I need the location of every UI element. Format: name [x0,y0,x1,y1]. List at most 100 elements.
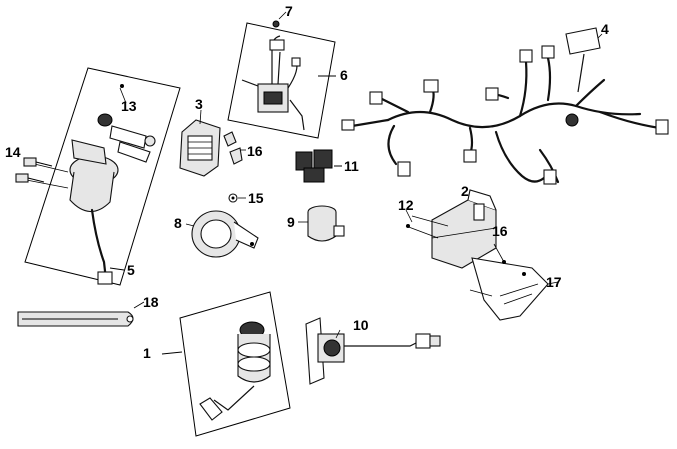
solenoid-wire [213,385,255,411]
callout-13: 13 [121,98,137,114]
callout-6: 6 [340,67,348,83]
leader-1 [161,351,183,355]
callout-10: 10 [353,317,369,333]
leader-3 [199,109,202,125]
socket-cable [344,341,419,347]
callout-17: 17 [546,274,562,290]
harness-branch-h [546,56,552,102]
key-1 [109,125,147,149]
part-15-nut [228,193,246,203]
callout-2: 2 [461,183,469,199]
harness-grommet [565,113,579,127]
callout-16-upper: 16 [247,143,263,159]
leader-13 [119,87,127,104]
leader-4 [597,33,603,39]
relay-connector [269,39,285,51]
callout-8: 8 [174,215,182,231]
relay-11b [313,149,333,169]
nut-7 [272,20,280,28]
part-10-socket [305,317,441,385]
connector-a [369,91,383,105]
group-6-frame [227,22,336,139]
key-2 [117,141,151,163]
callout-15: 15 [248,190,264,206]
callout-12: 12 [398,197,414,213]
ignition-body [69,171,115,213]
leader-18 [133,301,145,309]
harness-branch-c [387,124,398,166]
ignition-connector [97,271,113,285]
part-9-sensor [298,205,345,242]
callout-3: 3 [195,96,203,112]
connector-h [519,49,533,63]
callout-11: 11 [344,158,359,174]
part-2-ignition-coil [431,189,497,269]
connector-c [397,161,411,177]
relay-wire-b [277,51,281,85]
relay-wire-d [241,79,259,87]
harness-branch-l [538,148,560,184]
connector-j [655,119,669,135]
horn-face [200,219,232,249]
part-group-5-ignition-switch [15,67,181,286]
harness-branch-g [518,60,528,118]
callout-9: 9 [287,214,295,230]
relay-terminal [291,57,301,67]
callout-18: 18 [143,294,159,310]
harness-branch-a [378,96,410,114]
leader-8 [185,223,195,227]
part-18-strip [17,301,145,327]
callout-7: 7 [285,3,293,19]
relay-11a [295,151,313,171]
group-5-dot [120,84,124,88]
coil-body [431,199,497,269]
callout-14: 14 [5,144,21,160]
connector-e [463,149,477,163]
connector-f [543,169,557,185]
harness-main-trunk [386,102,642,129]
connector-d [423,79,439,93]
part-16-screws-lower [493,243,526,276]
part-group-1-solenoid [161,291,291,437]
connector-g [485,87,499,101]
harness-tag [565,27,601,55]
connector-i [541,45,555,59]
leader-17 [547,281,559,285]
part-group-6-relay-harness [227,11,336,139]
leader-10 [335,329,341,339]
harness-branch-j [598,110,662,130]
horn-bracket [233,221,259,249]
socket-plug-a [415,333,431,349]
callout-5: 5 [127,262,135,278]
key-ring [144,135,156,147]
bracket-body [471,257,549,321]
part-11-relays [295,149,342,183]
relay-wire-c [289,99,305,131]
part-12-screws [405,209,449,239]
ignition-wire [90,208,108,282]
harness-branch-b [350,118,390,128]
part-4-wire-harness [341,27,669,185]
group-1-frame [179,291,291,437]
leader-7 [278,11,287,20]
callout-1: 1 [143,345,151,361]
part-16-clips-upper [223,131,246,165]
socket-plug-b [429,335,441,347]
callout-16-lower: 16 [492,223,508,239]
relay-11c [303,167,325,183]
part-8-horn [185,210,259,258]
leader-5 [109,267,125,271]
connector-b [341,119,355,131]
harness-branch-f [494,130,546,183]
part-17-bracket [469,257,559,321]
harness-branch-i [574,78,606,108]
callout-4: 4 [601,21,609,37]
screws-14 [15,157,69,189]
sensor-body [307,212,337,242]
ignition-cap [71,139,107,165]
lock-cap [97,113,113,127]
part-3-rectifier [179,109,221,177]
leader-12 [405,209,413,223]
